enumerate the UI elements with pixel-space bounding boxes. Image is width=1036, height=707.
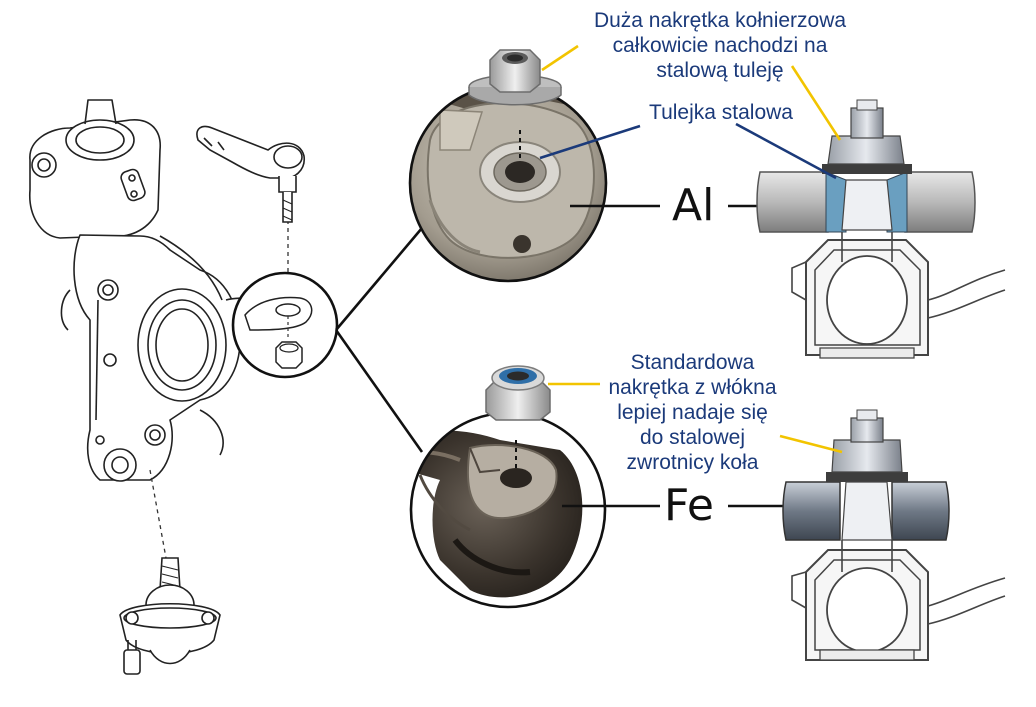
standard-nut-annotation-line-4: do stalowej	[639, 426, 746, 449]
nylon-lock-nut-icon	[485, 365, 551, 421]
ball-joint-icon	[119, 557, 221, 675]
flange-nut-annotation-line-3: stalową tuleję	[656, 59, 784, 82]
aluminium-knuckle-photo	[408, 83, 608, 283]
tie-rod-end-icon	[196, 125, 305, 223]
standard-nut-annotation-line-1: Standardowa	[630, 351, 755, 374]
standard-nut-annotation-line-5: zwrotnicy koła	[626, 451, 759, 474]
steel-sleeve-annotation: Tulejka stalowa	[649, 101, 793, 124]
knuckle-zoom-circle	[231, 271, 339, 379]
flange-nut-annotation-line-2: całkowicie nachodzi na	[612, 34, 828, 57]
standard-nut-annotation-line-3: lepiej nadaje się	[617, 401, 768, 424]
aluminium-cross-section	[756, 99, 1006, 359]
flange-nut-icon	[468, 49, 562, 106]
small-nut-icon	[275, 341, 303, 369]
flange-nut-annotation-line-1: Duża nakrętka kołnierzowa	[593, 9, 847, 32]
aluminium-label: Al	[672, 180, 715, 231]
flange-nut-annotation: Duża nakrętka kołnierzowa całkowicie nac…	[580, 8, 860, 83]
zoom-connector-lines	[334, 227, 424, 453]
standard-nut-annotation: Standardowa nakrętka z włókna lepiej nad…	[600, 350, 785, 475]
steel-knuckle-photo	[409, 411, 607, 609]
steel-label: Fe	[664, 480, 714, 531]
annotation-leaders	[539, 44, 843, 454]
steel-cross-section	[782, 409, 1006, 661]
standard-nut-annotation-line-2: nakrętka z włókna	[608, 376, 777, 399]
